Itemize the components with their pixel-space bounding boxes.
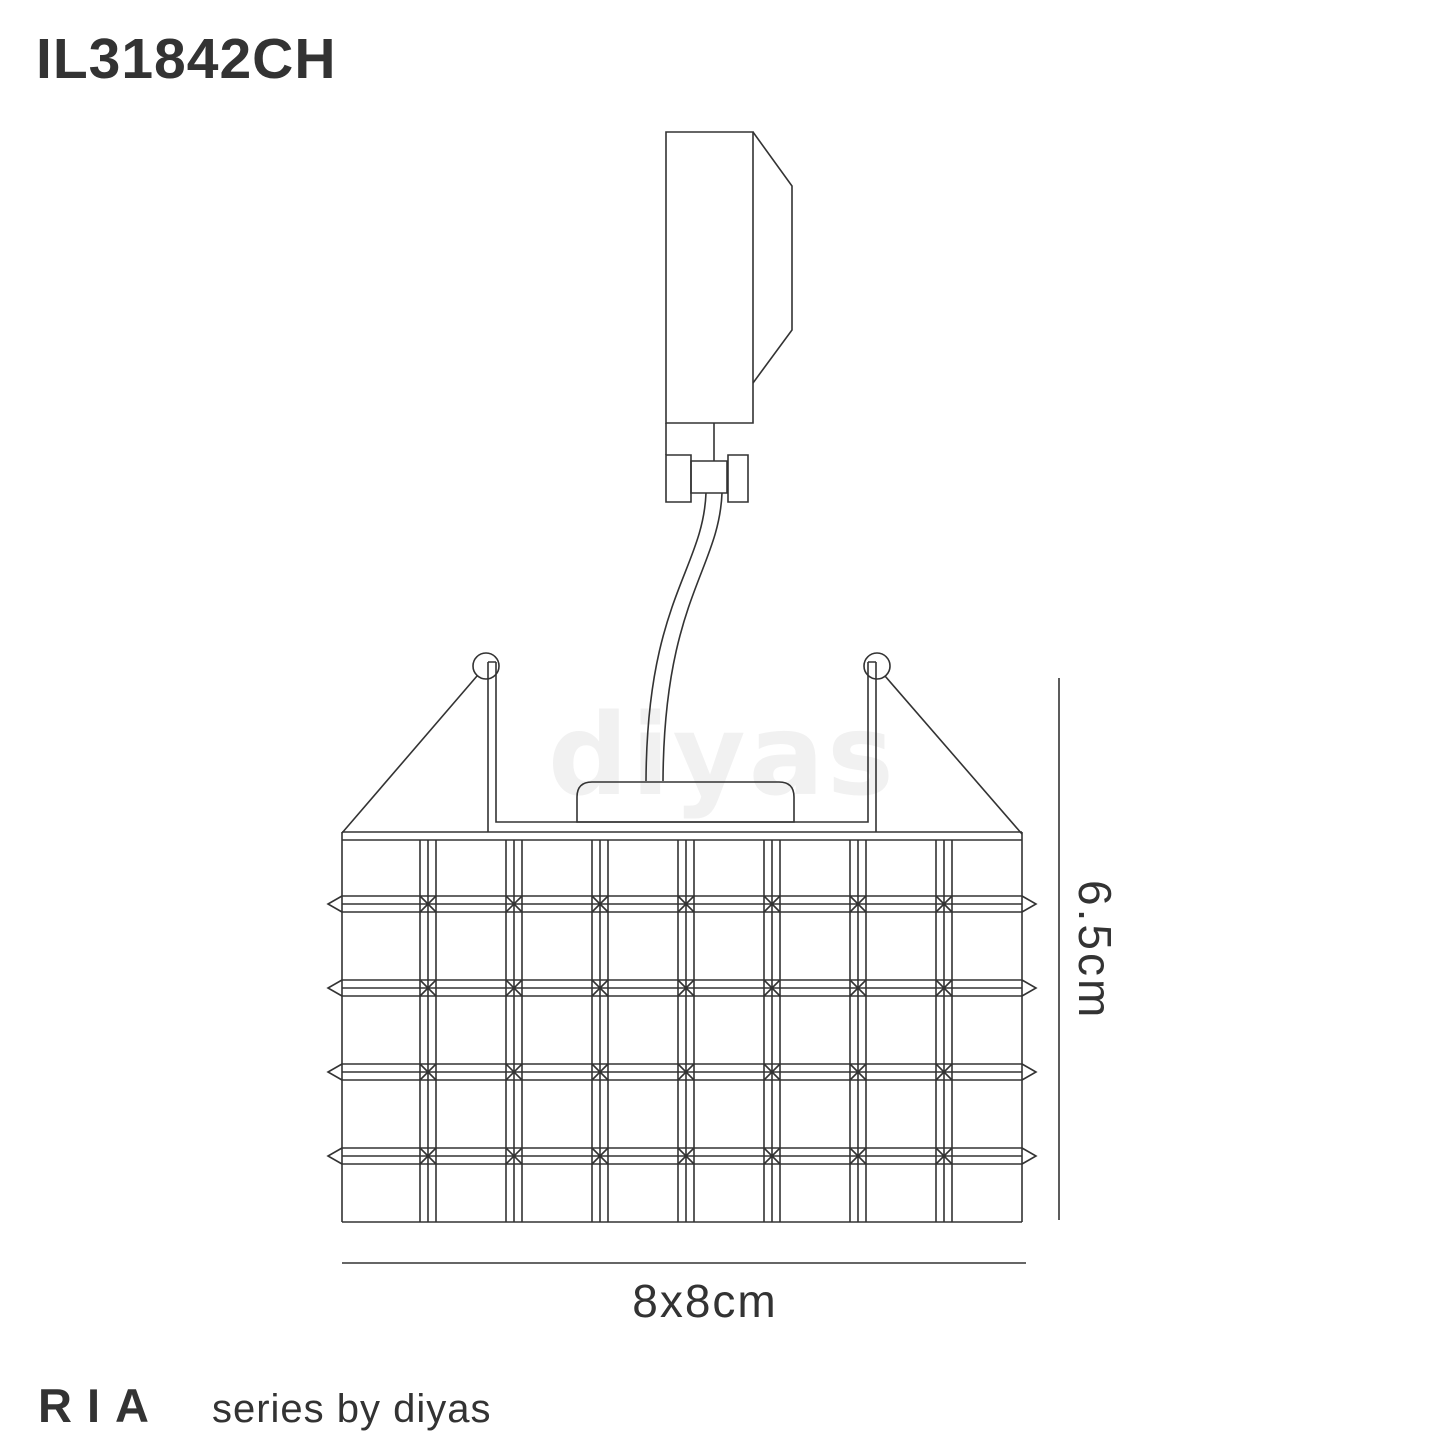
series-tagline: series by diyas	[211, 1387, 492, 1431]
series-logo: RIA	[38, 1379, 164, 1432]
height-dimension-label: 6.5cm	[1069, 880, 1121, 1021]
product-code: IL31842CH	[36, 27, 337, 91]
brand-watermark: diyas	[548, 691, 897, 821]
series-footer: RIA series by diyas	[38, 1378, 492, 1433]
width-dimension-label: 8x8cm	[632, 1275, 778, 1327]
